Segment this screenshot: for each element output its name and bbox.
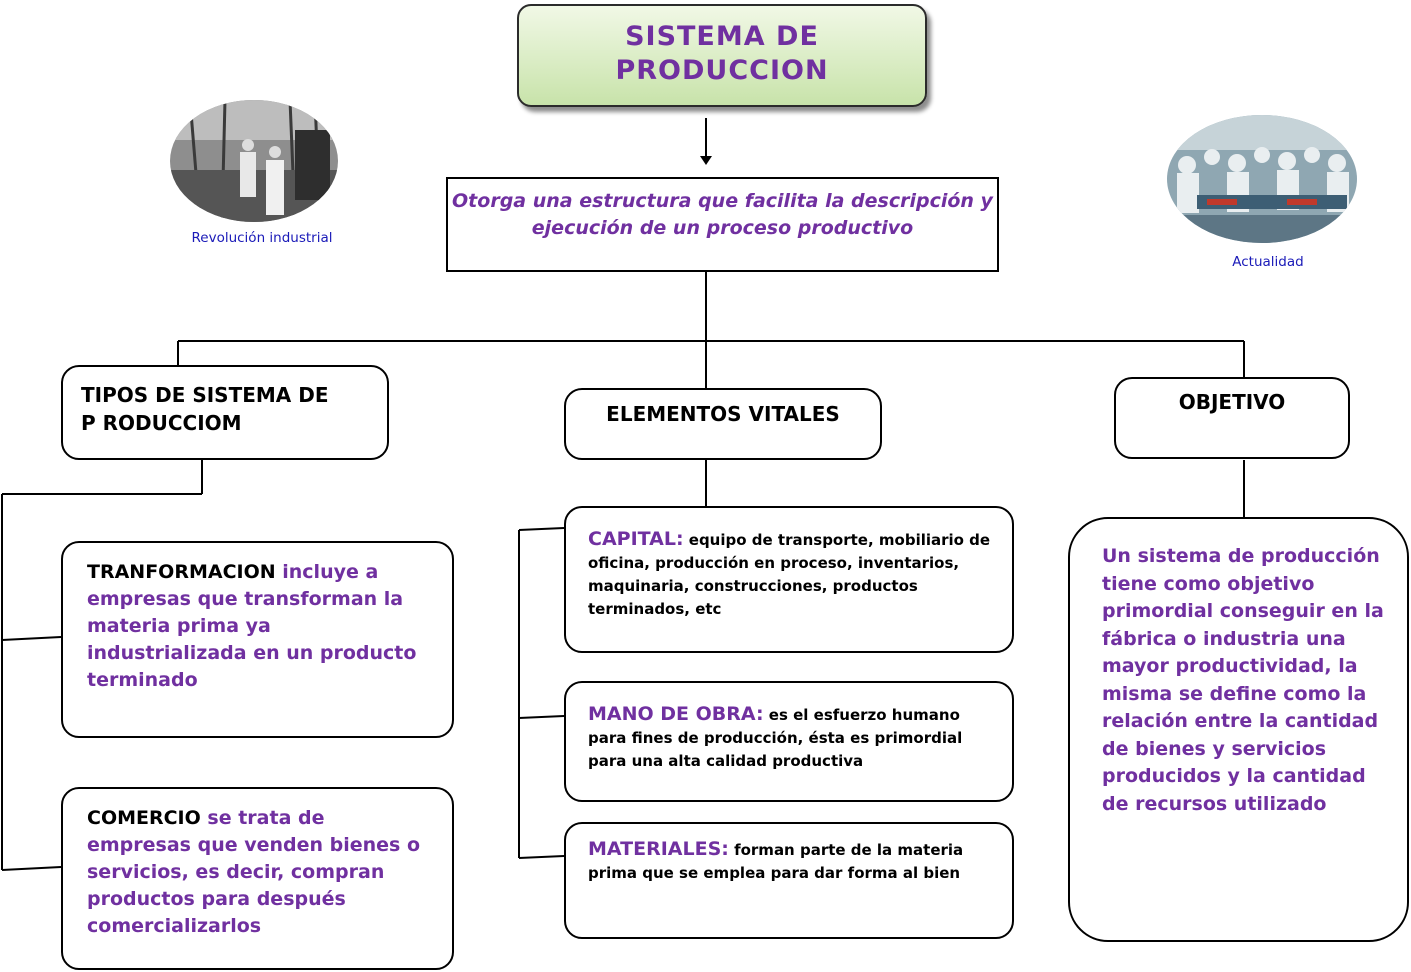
capital-box: CAPITAL: equipo de transporte, mobiliari… [564, 506, 1014, 653]
objetivo-box: Un sistema de producción tiene como obje… [1068, 517, 1409, 942]
description-text: Otorga una estructura que facilita la de… [452, 190, 993, 239]
mano-de-obra-box: MANO DE OBRA: es el esfuerzo humano para… [564, 681, 1014, 802]
comercio-box: COMERCIO se trata de empresas que venden… [61, 787, 454, 970]
title-line-1: SISTEMA DE [519, 20, 925, 54]
tipos-heading-line-1: TIPOS DE SISTEMA DE [81, 381, 387, 409]
capital-label: CAPITAL: [588, 528, 684, 550]
objetivo-heading-box: OBJETIVO [1114, 377, 1350, 459]
right-photo-caption: Actualidad [1175, 254, 1361, 270]
objetivo-heading: OBJETIVO [1179, 390, 1286, 414]
description-box: Otorga una estructura que facilita la de… [446, 177, 999, 272]
left-photo-caption: Revolución industrial [170, 230, 354, 246]
tipos-heading-line-2: P RODUCCIOM [81, 409, 387, 437]
modern-factory-photo [1167, 115, 1357, 243]
transformacion-label: TRANFORMACION [87, 561, 276, 583]
tipos-heading-box: TIPOS DE SISTEMA DE P RODUCCIOM [61, 365, 389, 460]
elementos-heading-box: ELEMENTOS VITALES [564, 388, 882, 460]
elementos-heading: ELEMENTOS VITALES [606, 402, 840, 426]
title-box: SISTEMA DE PRODUCCION [517, 4, 927, 107]
title-line-2: PRODUCCION [519, 54, 925, 88]
industrial-revolution-photo [170, 100, 338, 222]
arrow-head-icon [700, 156, 712, 165]
mano-de-obra-label: MANO DE OBRA: [588, 703, 764, 725]
materiales-label: MATERIALES: [588, 838, 729, 860]
materiales-box: MATERIALES: forman parte de la materia p… [564, 822, 1014, 939]
comercio-label: COMERCIO [87, 807, 201, 829]
objetivo-text: Un sistema de producción tiene como obje… [1102, 545, 1384, 815]
transformacion-box: TRANFORMACION incluye a empresas que tra… [61, 541, 454, 738]
